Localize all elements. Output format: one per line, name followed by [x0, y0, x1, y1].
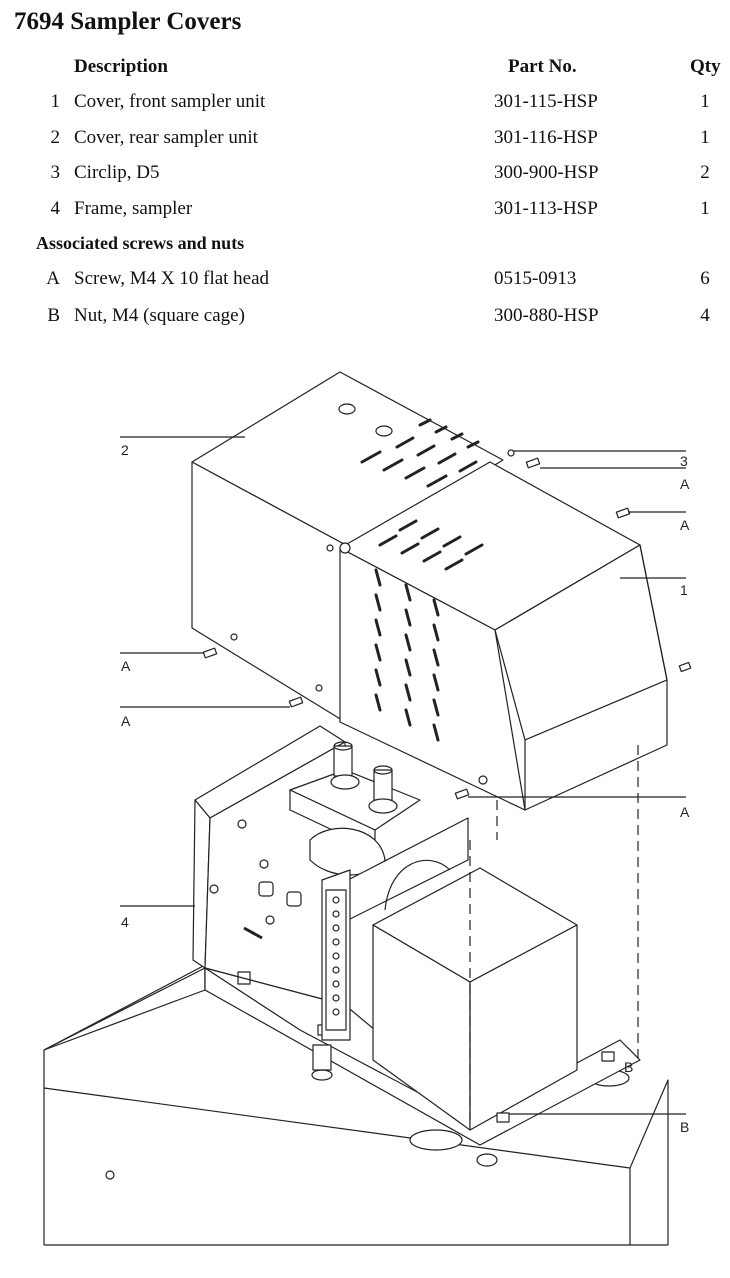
screws [202, 449, 692, 1123]
item-index: 4 [50, 198, 61, 219]
table-row: A Screw, M4 X 10 flat head 0515-0913 6 [0, 268, 730, 298]
item-description: Nut, M4 (square cage) [74, 305, 245, 326]
front-cover [339, 461, 668, 811]
exploded-diagram: 2 3 A A 1 A A A 4 B B [43, 371, 692, 1246]
item-description: Cover, rear sampler unit [74, 127, 258, 148]
item-part-no: 300-880-HSP [494, 305, 599, 326]
part-no-header: Part No. [508, 56, 577, 77]
item-part-no: 300-900-HSP [494, 162, 599, 183]
callout-labels: 2 3 A A 1 A A A 4 B B [121, 442, 690, 1135]
table-row: B Nut, M4 (square cage) 300-880-HSP 4 [0, 305, 730, 335]
item-description: Frame, sampler [74, 198, 193, 219]
table-row: 3 Circlip, D5 300-900-HSP 2 [0, 162, 730, 192]
item-qty: 1 [700, 91, 710, 112]
table-row: 2 Cover, rear sampler unit 301-116-HSP 1 [0, 127, 730, 157]
callout-a: A [121, 658, 131, 674]
terminal-strip [325, 889, 347, 1031]
page-title: 7694 Sampler Covers [14, 8, 242, 35]
item-qty: 1 [700, 127, 710, 148]
callout-2: 2 [121, 442, 129, 458]
item-index: B [47, 305, 60, 326]
callout-a: A [680, 517, 690, 533]
qty-header: Qty [690, 56, 721, 77]
item-index: 1 [50, 91, 61, 112]
callout-4: 4 [121, 914, 129, 930]
item-part-no: 0515-0913 [494, 268, 577, 289]
callout-a: A [121, 713, 131, 729]
item-description: Cover, front sampler unit [74, 91, 266, 112]
callout-a: A [680, 804, 690, 820]
item-part-no: 301-113-HSP [494, 198, 598, 219]
item-description: Circlip, D5 [74, 162, 160, 183]
leader-lines [120, 436, 686, 1115]
callout-b: B [624, 1059, 633, 1075]
callout-b: B [680, 1119, 689, 1135]
hardware-subheading: Associated screws and nuts [36, 233, 245, 253]
item-index: A [46, 268, 60, 289]
table-row: 1 Cover, front sampler unit 301-115-HSP … [0, 91, 730, 121]
item-qty: 6 [700, 268, 710, 289]
callout-3: 3 [680, 453, 688, 469]
item-qty: 2 [700, 162, 710, 183]
description-header: Description [74, 56, 168, 77]
table-row: 4 Frame, sampler 301-113-HSP 1 [0, 198, 730, 228]
item-qty: 1 [700, 198, 710, 219]
item-description: Screw, M4 X 10 flat head [74, 268, 270, 289]
item-qty: 4 [700, 305, 710, 326]
item-part-no: 301-116-HSP [494, 127, 598, 148]
callout-a: A [680, 476, 690, 492]
valve-assembly [289, 741, 469, 1041]
item-part-no: 301-115-HSP [494, 91, 598, 112]
callout-1: 1 [680, 582, 688, 598]
item-index: 3 [50, 162, 61, 183]
transformer-box [372, 867, 578, 1131]
item-index: 2 [50, 127, 61, 148]
